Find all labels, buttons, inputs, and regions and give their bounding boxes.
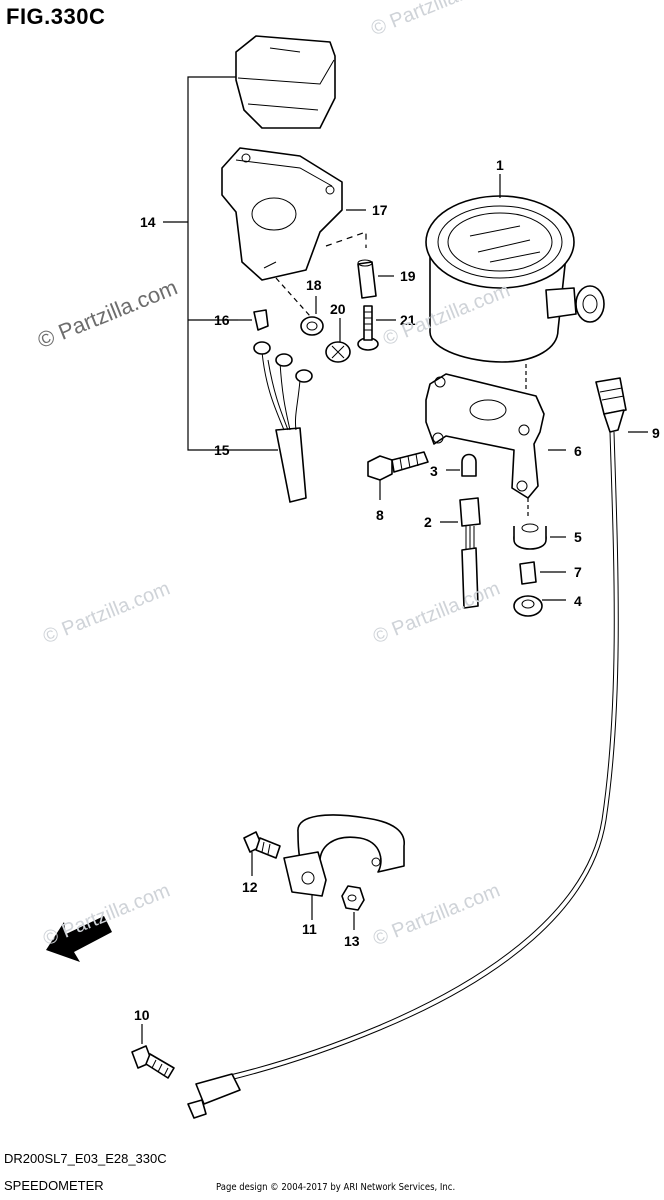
nut-13[interactable] (341, 885, 365, 911)
callout-20: 20 (330, 301, 346, 317)
bulb-16[interactable] (253, 309, 269, 331)
callout-12: 12 (242, 879, 258, 895)
bracket-14 (163, 76, 278, 451)
callout-8: 8 (376, 507, 384, 523)
model-code: DR200SL7_E03_E28_330C (4, 1151, 167, 1166)
figure-title: FIG.330C (6, 4, 106, 29)
callout-5: 5 (574, 529, 582, 545)
fwd-arrow-icon (46, 916, 112, 962)
sleeve-19[interactable] (357, 259, 377, 299)
callout-18: 18 (306, 277, 322, 293)
screw-20[interactable] (325, 341, 351, 363)
bulb-3[interactable] (461, 453, 477, 477)
clamp-11[interactable] (283, 814, 405, 897)
callout-7: 7 (574, 564, 582, 580)
callout-4: 4 (574, 593, 582, 609)
section-name: SPEEDOMETER (4, 1178, 104, 1193)
damper-5[interactable] (513, 523, 547, 550)
meter-cover[interactable] (235, 35, 336, 129)
callout-21: 21 (400, 312, 416, 328)
bolt-8[interactable] (367, 451, 429, 481)
bolt-21[interactable] (357, 305, 379, 351)
meter-case[interactable] (221, 147, 343, 281)
copyright-notice: Page design © 2004-2017 by ARI Network S… (216, 1182, 456, 1193)
callout-14: 14 (140, 214, 156, 230)
callout-16: 16 (214, 312, 230, 328)
callout-15: 15 (214, 442, 230, 458)
grommet-18[interactable] (300, 316, 324, 336)
spacer-7[interactable] (519, 561, 537, 585)
speedometer-1[interactable] (425, 195, 605, 363)
bracket-6[interactable] (425, 373, 545, 499)
callout-1: 1 (496, 157, 504, 173)
bolt-10[interactable] (131, 1045, 175, 1079)
callout-19: 19 (400, 268, 416, 284)
callout-17: 17 (372, 202, 388, 218)
callout-3: 3 (430, 463, 438, 479)
callout-6: 6 (574, 443, 582, 459)
callout-13: 13 (344, 933, 360, 949)
socket-2[interactable] (459, 497, 481, 609)
speedometer-cable-9[interactable] (187, 377, 627, 1119)
wire-harness-15[interactable] (253, 341, 313, 503)
callout-11: 11 (302, 921, 317, 937)
callout-9: 9 (652, 425, 660, 441)
nut-4[interactable] (513, 595, 543, 617)
bolt-12[interactable] (243, 831, 281, 859)
callout-2: 2 (424, 514, 432, 530)
callout-10: 10 (134, 1007, 150, 1023)
